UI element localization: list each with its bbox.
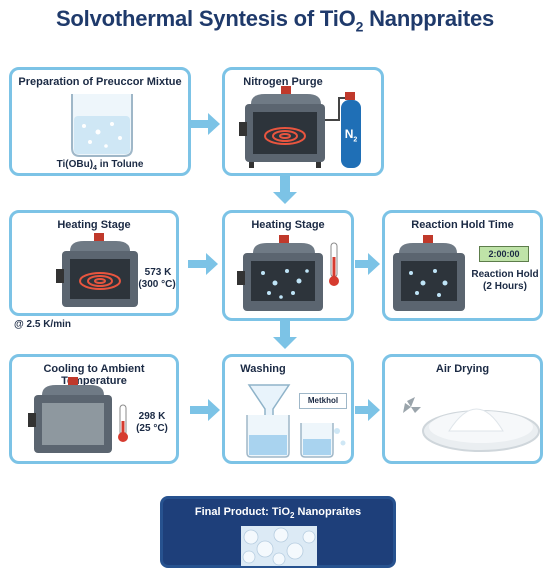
cooling-furnace-icon (28, 377, 128, 453)
step-title: Heating Stage (57, 219, 131, 231)
step-air-drying: Air Drying (382, 354, 543, 464)
arrow-cool-to-wash (190, 399, 220, 421)
step-heating-reaction: Heating Stage (222, 210, 354, 321)
step-title: Air Drying (435, 363, 490, 375)
arrow-wash-to-dry (355, 399, 380, 421)
final-product-title: Final Product: TiO2 Nanopraites (194, 506, 362, 521)
step-title: Reaction Hold Time (411, 219, 514, 231)
step-title: Preparation of Preuccor Mixtue (18, 76, 182, 88)
hold-label: Reaction Hold (471, 269, 539, 280)
heating-temp-k: 573 K (144, 267, 172, 278)
reactor-bubbles-icon (237, 235, 339, 311)
arrow-purge-down (273, 176, 297, 204)
heating-rate-label: @ 2.5 K/min (14, 319, 71, 330)
autoclave-icon (239, 86, 361, 168)
petri-dish-icon (403, 397, 540, 452)
funnel-beaker-icon (246, 384, 346, 458)
step-washing: Washing Metkhol (222, 354, 354, 464)
timer-display: 2:00:00 (479, 246, 529, 262)
step-title: Nitrogen Purge (243, 76, 323, 88)
heating-temp-c: (300 °C) (138, 279, 176, 290)
arrow-heat-to-hold (355, 253, 380, 275)
arrow-heat-to-heat (188, 253, 218, 275)
nitrogen-gas-label: N2 (344, 127, 358, 144)
step-reaction-hold: Reaction Hold Time 2:00:00 Reaction Hold… (382, 210, 543, 321)
arrow-heat-down (273, 321, 297, 349)
precursor-label: Ti(OBu)4 in Tolune (56, 159, 144, 172)
cooling-temp-k: 298 K (138, 411, 166, 422)
step-heating-ramp: Heating Stage 573 K (300 °C) (9, 210, 179, 316)
fan-icon (403, 397, 421, 413)
step-title: Washing (240, 363, 286, 375)
step-nitrogen-purge: Nitrogen Purge N2 (222, 67, 384, 176)
step-preparation: Preparation of Preuccor Mixtue Ti(OBu)4 … (9, 67, 191, 176)
step-title: Heating Stage (251, 219, 325, 231)
beaker-icon (71, 94, 133, 157)
final-product-panel: Final Product: TiO2 Nanopraites (160, 496, 396, 568)
solvent-label: Metkhol (299, 393, 347, 409)
step-cooling: Cooling to Ambient Temperature 298 K (25… (9, 354, 179, 464)
reactor-hold-icon (393, 235, 465, 311)
hold-duration: (2 Hours) (483, 281, 527, 292)
nanoparticles-icon (241, 526, 317, 566)
cooling-temp-c: (25 °C) (136, 423, 168, 434)
arrow-prep-to-purge (190, 113, 220, 135)
furnace-coil-icon (56, 233, 138, 307)
page-title: Solvothermal Syntesis of TiO2 Nanppraite… (55, 6, 495, 35)
